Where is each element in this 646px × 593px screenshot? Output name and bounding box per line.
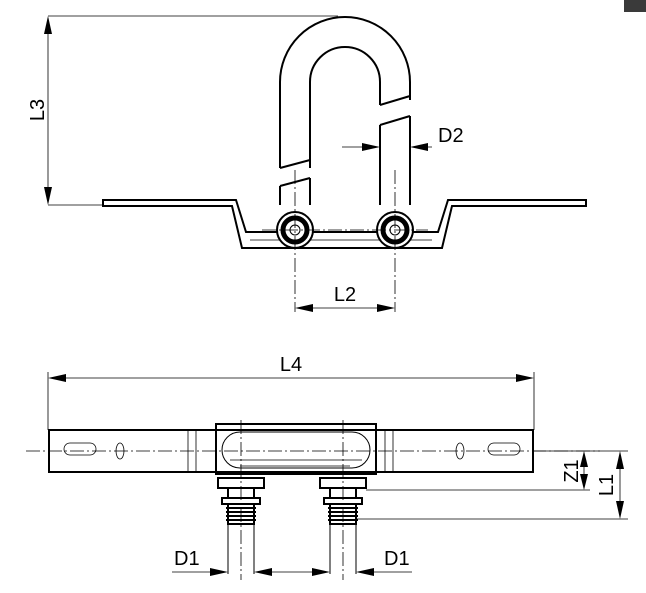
d1-left-label: D1 <box>174 548 200 570</box>
d2-label: D2 <box>438 125 464 147</box>
l2-label: L2 <box>334 284 356 306</box>
front-view: L4 <box>26 354 628 580</box>
u-bend-pipe <box>279 16 411 205</box>
d1-dimension: D1 D1 <box>172 548 412 576</box>
top-view: L3 D2 <box>27 15 587 312</box>
d2-dimension: D2 <box>342 125 464 151</box>
mounting-rail-top <box>102 199 587 249</box>
l3-label: L3 <box>27 99 49 121</box>
z1-label: Z1 <box>561 459 583 482</box>
z1-l1-dimension: Z1 L1 <box>356 450 628 520</box>
l2-dimension: L2 <box>295 284 395 312</box>
l4-dimension: L4 <box>47 354 535 430</box>
corner-mark <box>624 0 646 12</box>
d1-right-label: D1 <box>384 548 410 570</box>
l3-dimension: L3 <box>27 15 338 206</box>
l4-label: L4 <box>280 354 302 376</box>
l1-label: L1 <box>596 474 618 496</box>
mounting-rail-front <box>48 423 534 475</box>
